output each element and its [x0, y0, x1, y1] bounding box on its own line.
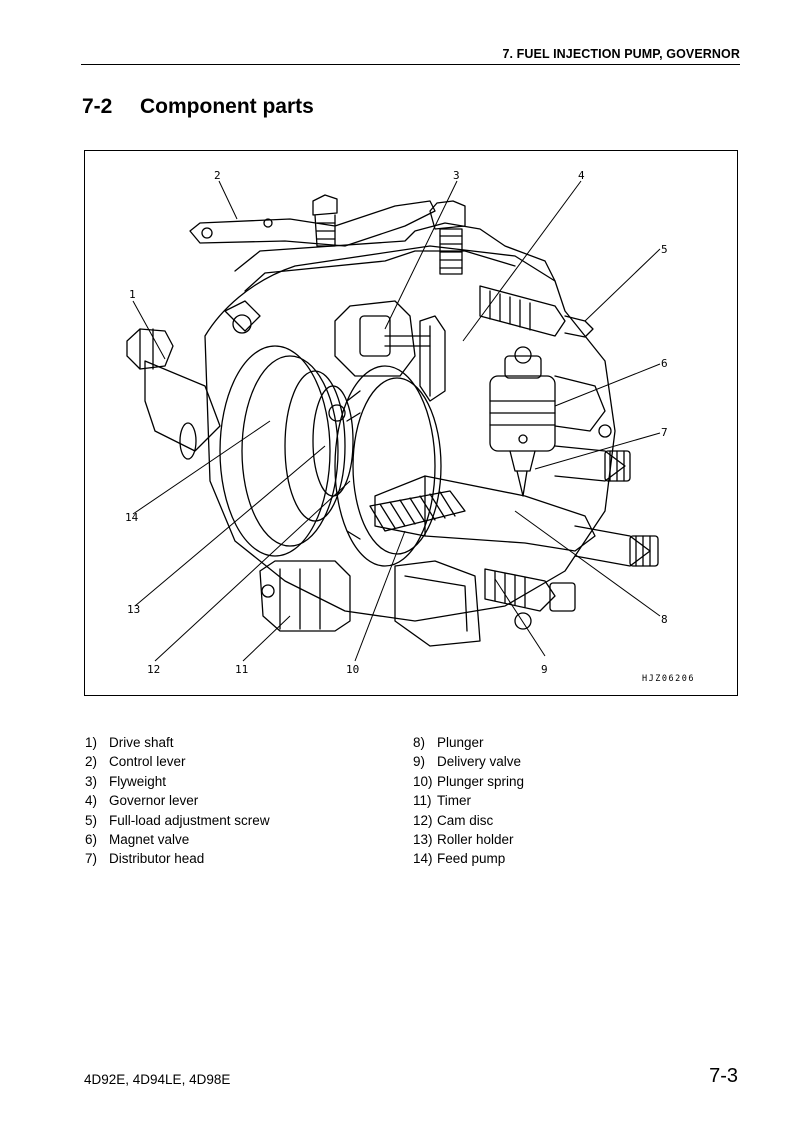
callout-7: 7	[661, 426, 668, 439]
callout-2: 2	[214, 169, 221, 182]
leader-lines	[132, 180, 661, 662]
list-item: 1)Drive shaft	[85, 735, 174, 750]
page-number: 7-3	[709, 1065, 738, 1087]
leader-line-8	[514, 510, 661, 617]
callout-9: 9	[541, 663, 548, 676]
callout-11: 11	[235, 663, 248, 676]
list-item: 2)Control lever	[85, 754, 186, 770]
list-item: 9)Delivery valve	[413, 754, 522, 770]
leader-line-7	[534, 432, 661, 470]
leader-line-12	[154, 480, 351, 662]
callout-12: 12	[147, 663, 160, 676]
callout-3: 3	[453, 169, 460, 182]
leader-line-10	[354, 530, 406, 662]
leader-line-5	[584, 248, 661, 322]
list-item: 11)Timer	[413, 793, 471, 809]
list-item: 8)Plunger	[413, 735, 484, 750]
leader-line-3	[384, 180, 458, 330]
pump-cutaway-illustration: 1 2 3 4 5 6 7 8 9 10 11 12 13 14 HJZ0620…	[125, 169, 695, 684]
leader-line-11	[242, 615, 291, 662]
callout-1: 1	[129, 288, 136, 301]
callout-13: 13	[127, 603, 140, 616]
pump-drawing	[126, 194, 659, 647]
leader-line-6	[554, 363, 661, 407]
callout-4: 4	[578, 169, 585, 182]
parts-list-left: 1)Drive shaft 2)Control lever 3)Flyweigh…	[85, 733, 270, 869]
callout-8: 8	[661, 613, 668, 626]
figure-frame: 1 2 3 4 5 6 7 8 9 10 11 12 13 14 HJZ0620…	[84, 150, 738, 696]
list-item: 13)Roller holder	[413, 831, 514, 847]
callout-5: 5	[661, 243, 668, 256]
footer-models: 4D92E, 4D94LE, 4D98E	[84, 1072, 231, 1087]
leader-line-9	[494, 578, 546, 657]
header-rule	[81, 64, 740, 65]
callout-10: 10	[346, 663, 359, 676]
list-item: 14)Feed pump	[413, 851, 506, 867]
list-item: 5)Full-load adjustment screw	[85, 812, 270, 828]
list-item: 7)Distributor head	[85, 851, 205, 867]
leader-line-14	[132, 420, 271, 515]
list-item: 10)Plunger spring	[413, 773, 525, 789]
section-number: 7-2	[82, 95, 113, 118]
leader-line-1	[132, 300, 166, 360]
section-title: Component parts	[140, 95, 314, 118]
list-item: 6)Magnet valve	[85, 831, 190, 847]
callout-labels: 1 2 3 4 5 6 7 8 9 10 11 12 13 14	[125, 169, 668, 676]
leader-line-4	[462, 180, 582, 342]
leader-line-2	[218, 180, 238, 220]
figure-code: HJZ06206	[642, 674, 695, 684]
list-item: 3)Flyweight	[85, 773, 167, 789]
callout-6: 6	[661, 357, 668, 370]
list-item: 12)Cam disc	[413, 812, 494, 828]
parts-list-right: 8)Plunger 9)Delivery valve 10)Plunger sp…	[413, 733, 524, 869]
section-heading: 7-2 Component parts	[82, 95, 314, 119]
chapter-header: 7. FUEL INJECTION PUMP, GOVERNOR	[502, 47, 740, 61]
list-item: 4)Governor lever	[85, 793, 199, 809]
leader-line-13	[134, 445, 326, 607]
callout-14: 14	[125, 511, 139, 524]
